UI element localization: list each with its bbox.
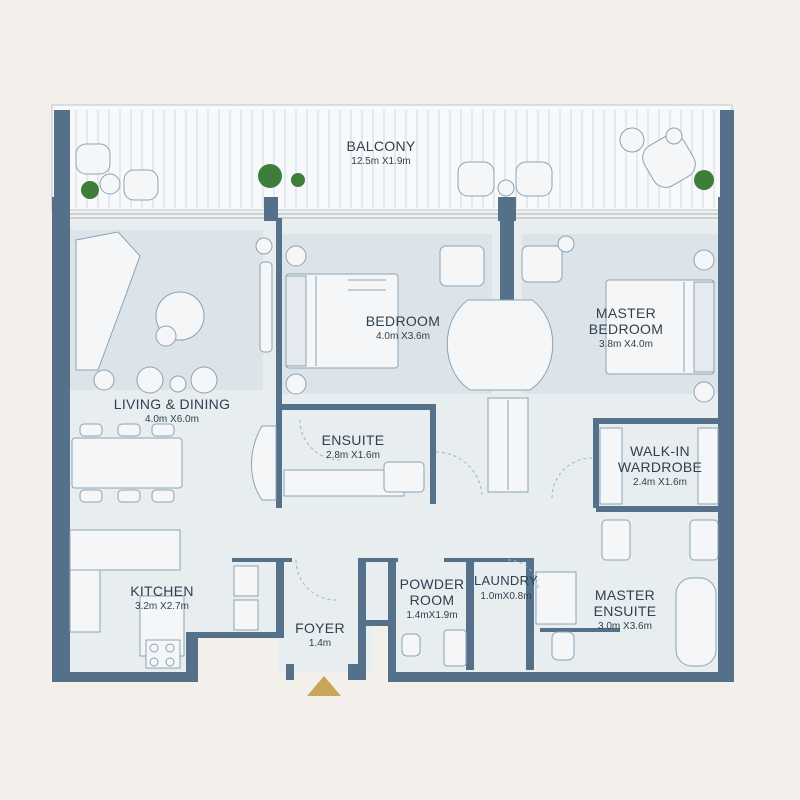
- room-name: POWDER: [399, 576, 465, 592]
- room-name: WARDROBE: [617, 459, 703, 475]
- bedroom-vanity: [446, 299, 554, 391]
- master-bedroom-label: MASTER BEDROOM 3.8m X4.0m: [589, 305, 663, 351]
- balcony-area: [51, 104, 734, 211]
- room-name: ENSUITE: [321, 432, 385, 448]
- room-name: ROOM: [409, 592, 455, 608]
- window-strip: [70, 213, 720, 219]
- balcony-wall-right: [720, 110, 734, 210]
- room-name: MASTER: [594, 587, 656, 603]
- kitchen-counters: [69, 529, 185, 669]
- room-dimensions: 4.0m X6.0m: [145, 414, 199, 425]
- room-dimensions: 1.4m: [308, 638, 332, 649]
- room-dimensions: 3.0m X3.6m: [598, 621, 652, 632]
- dining-set: [71, 423, 183, 503]
- ensuite-fixtures: [251, 425, 425, 501]
- room-dimensions: 3.8m X4.0m: [599, 339, 653, 350]
- stove-icon: [149, 643, 175, 667]
- room-dimensions: 1.0mX0.8m: [480, 591, 532, 602]
- room-dimensions: 4.0m X3.6m: [376, 331, 430, 342]
- kitchen-label: KITCHEN 3.2m X2.7m: [130, 583, 194, 613]
- walk-in-wardrobe-label: WALK-IN WARDROBE 2.4m X1.6m: [618, 443, 702, 489]
- door-swings: [295, 419, 593, 601]
- wardrobe-units: [487, 397, 719, 505]
- room-name: FOYER: [295, 620, 345, 636]
- room-name: BEDROOM: [365, 313, 441, 329]
- room-name: MASTER: [595, 305, 657, 321]
- powder-room-fixtures: [233, 565, 467, 667]
- room-dimensions: 1.4mX1.9m: [406, 610, 458, 621]
- plant-icon: [81, 164, 714, 199]
- walls: [52, 197, 734, 682]
- entry-arrow-icon: [307, 676, 341, 696]
- foyer-label: FOYER 1.4m: [295, 620, 345, 650]
- room-name: ENSUITE: [593, 603, 657, 619]
- room-name: LAUNDRY: [474, 573, 538, 588]
- room-name: LIVING & DINING: [113, 396, 231, 412]
- living-dining-label: LIVING & DINING 4.0m X6.0m: [114, 396, 231, 426]
- ensuite-label: ENSUITE 2.8m X1.6m: [322, 432, 385, 462]
- balcony-wall-left: [54, 110, 70, 210]
- room-name: WALK-IN: [630, 443, 690, 459]
- balcony-furniture: [75, 127, 696, 201]
- room-dimensions: 12.5m X1.9m: [351, 156, 411, 167]
- balcony-label: BALCONY 12.5m X1.9m: [346, 138, 415, 168]
- bedroom-label: BEDROOM 4.0m X3.6m: [366, 313, 440, 343]
- powder-room-label: POWDER ROOM 1.4mX1.9m: [400, 576, 465, 622]
- bedroom-bed: [255, 237, 485, 395]
- master-bed: [521, 235, 715, 403]
- master-ensuite-label: MASTER ENSUITE 3.0m X3.6m: [594, 587, 657, 633]
- room-dimensions: 2.8m X1.6m: [326, 450, 380, 461]
- room-name: BALCONY: [346, 138, 416, 154]
- room-name: BEDROOM: [588, 321, 664, 337]
- master-ensuite-fixtures: [535, 519, 719, 667]
- room-dimensions: 2.4m X1.6m: [633, 477, 687, 488]
- room-name: KITCHEN: [130, 583, 194, 599]
- living-furniture: [75, 231, 273, 394]
- laundry-label: LAUNDRY 1.0mX0.8m: [474, 573, 538, 603]
- room-dimensions: 3.2m X2.7m: [135, 601, 189, 612]
